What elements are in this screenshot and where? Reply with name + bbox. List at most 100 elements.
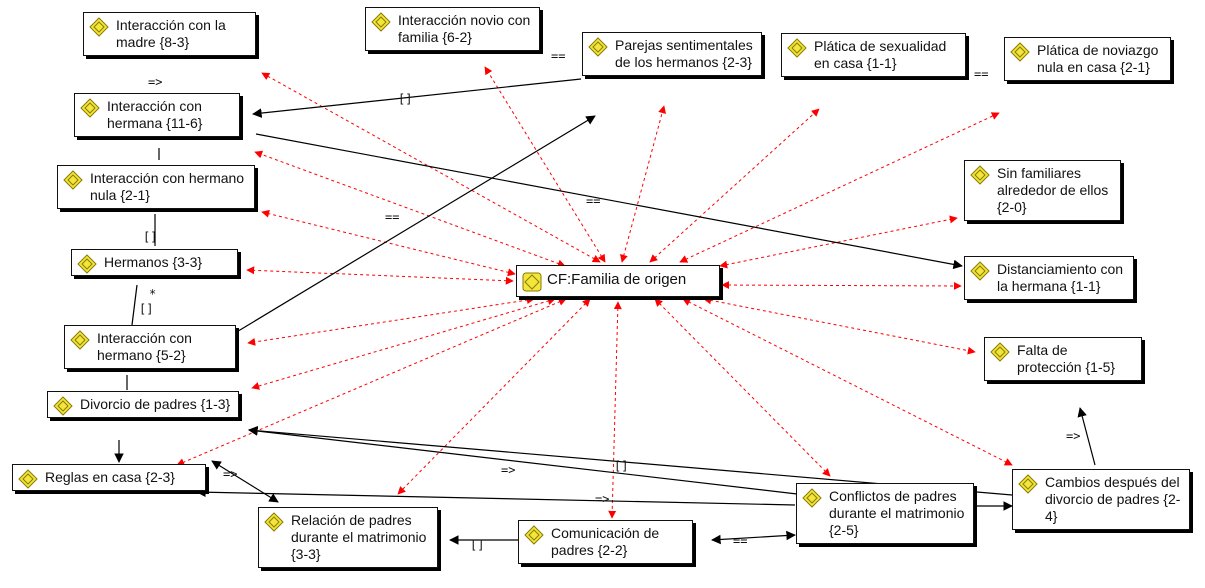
code-label: Interacción novio con familia {6-2}	[398, 12, 531, 45]
code-label: Conflictos de padres durante el matrimon…	[829, 488, 965, 538]
rel-label-platica: ==	[974, 67, 988, 81]
code-label: Interacción con la madre {8-3}	[116, 17, 226, 50]
code-label: CF:Familia de origen	[547, 271, 687, 288]
code-icon	[990, 342, 1010, 362]
rel-label-comunicacion-conflictos: ==	[733, 534, 747, 548]
rel-label-conflictos-reglas: =>	[595, 492, 609, 506]
code-icon	[802, 488, 822, 508]
code-label: Parejas sentimentales de los hermanos {2…	[615, 37, 753, 70]
link-hermanos-hermano	[131, 284, 138, 326]
code-label: Plática de noviazgo nula en casa {2-1}	[1037, 42, 1159, 75]
assoc-distanciamiento	[721, 281, 962, 290]
code-interaccion-madre[interactable]: Interacción con la madre {8-3}	[83, 12, 256, 56]
code-icon	[264, 512, 284, 532]
code-label: Sin familiares alrededor de ellos {2-0}	[997, 165, 1109, 215]
assoc-comunicacion	[608, 301, 622, 519]
code-icon	[80, 98, 100, 118]
rel-label-conflictos-divorcio: =>	[501, 463, 515, 477]
code-label: Divorcio de padres {1-3}	[80, 396, 231, 412]
code-interaccion-hermano[interactable]: Interacción con hermano {5-2}	[64, 325, 236, 369]
code-icon	[524, 525, 544, 545]
code-label: Cambios después del divorcio de padres {…	[1045, 474, 1181, 524]
code-icon	[787, 38, 807, 58]
code-interaccion-hermano-nula[interactable]: Interacción con hermano nula {2-1}	[57, 165, 255, 209]
code-icon	[70, 330, 90, 350]
link-relacion-reglas	[211, 460, 279, 503]
rel-label-comunicacion-relacion: []	[470, 538, 484, 552]
code-icon	[371, 12, 391, 32]
code-distanciamiento-hermana[interactable]: Distanciamiento con la hermana {1-1}	[964, 256, 1134, 300]
code-icon	[522, 272, 542, 292]
code-platica-sexualidad[interactable]: Plática de sexualidad en casa {1-1}	[781, 33, 966, 77]
code-icon	[89, 17, 109, 37]
link-conflictos-divorcio	[248, 426, 798, 495]
rel-label-madre-hermana: =>	[148, 75, 162, 89]
code-icon	[588, 37, 608, 57]
code-comunicacion-padres[interactable]: Comunicación de padres {2-2}	[518, 520, 693, 564]
link-comunicacion-conflictos	[711, 530, 796, 545]
code-interaccion-hermana[interactable]: Interacción con hermana {11-6}	[74, 93, 240, 137]
code-falta-proteccion[interactable]: Falta de protección {1-5}	[984, 337, 1142, 381]
assoc-cambios	[682, 298, 1013, 466]
assoc-parejas	[620, 105, 666, 263]
code-cambios-divorcio[interactable]: Cambios después del divorcio de padres {…	[1012, 469, 1190, 530]
assoc-falta-proteccion	[703, 296, 976, 355]
code-label: Reglas en casa {2-3}	[45, 469, 175, 485]
code-label: Falta de protección {1-5}	[1017, 342, 1116, 375]
code-sin-familiares[interactable]: Sin familiares alrededor de ellos {2-0}	[964, 160, 1121, 221]
code-icon	[18, 469, 38, 489]
code-parejas-hermanos[interactable]: Parejas sentimentales de los hermanos {2…	[582, 32, 762, 76]
assoc-sin-familiares	[719, 215, 958, 269]
code-icon	[63, 170, 83, 190]
rel-label-relacion-reglas: =>	[223, 467, 237, 481]
code-label: Comunicación de padres {2-2}	[551, 525, 660, 558]
rel-label-novio-parejas: ==	[551, 49, 565, 63]
rel-label-hermanos-hermano: []	[139, 302, 153, 316]
rel-label-hermanos-star: *	[149, 287, 156, 301]
code-conflictos-padres[interactable]: Conflictos de padres durante el matrimon…	[796, 483, 974, 544]
link-hermana-distanciamiento	[255, 133, 963, 270]
link-conflictos-reglas	[196, 487, 796, 506]
code-label: Hermanos {3-3}	[104, 254, 203, 270]
code-reglas-casa[interactable]: Reglas en casa {2-3}	[12, 464, 206, 491]
rel-label-hermana-distanc: ==	[586, 194, 600, 208]
rel-label-parejas-hermana: []	[398, 92, 412, 106]
assoc-platica-nov	[679, 112, 1000, 263]
code-icon	[1010, 42, 1030, 62]
rel-label-cambios-divorcio: []	[614, 459, 628, 473]
code-label: Interacción con hermano {5-2}	[97, 330, 192, 363]
rel-label-cambios-falta: =>	[1066, 429, 1080, 443]
code-platica-noviazgo[interactable]: Plática de noviazgo nula en casa {2-1}	[1004, 37, 1171, 81]
rel-label-hermano-parejas: ==	[385, 210, 399, 224]
code-familia-origen[interactable]: CF:Familia de origen	[516, 265, 720, 297]
code-icon	[77, 254, 97, 274]
assoc-divorcio	[251, 297, 556, 390]
assoc-reglas	[176, 298, 567, 466]
link-parejas-hermana	[252, 78, 582, 118]
link-hermano-parejas	[214, 115, 596, 346]
assoc-novio	[484, 66, 606, 263]
code-hermanos[interactable]: Hermanos {3-3}	[71, 249, 238, 276]
assoc-hermano	[247, 296, 535, 346]
assoc-hermanos	[246, 266, 514, 285]
code-icon	[53, 396, 73, 416]
code-label: Interacción con hermano nula {2-1}	[90, 170, 245, 203]
code-interaccion-novio[interactable]: Interacción novio con familia {6-2}	[365, 7, 540, 51]
code-label: Relación de padres durante el matrimonio…	[291, 512, 427, 562]
code-label: Distanciamiento con la hermana {1-1}	[997, 261, 1124, 294]
code-relacion-padres[interactable]: Relación de padres durante el matrimonio…	[258, 507, 438, 568]
assoc-hermana	[254, 150, 566, 268]
code-icon	[970, 165, 990, 185]
rel-label-hermanonula: []	[143, 230, 157, 244]
assoc-platica-sex	[649, 108, 820, 263]
code-label: Plática de sexualidad en casa {1-1}	[814, 38, 947, 71]
code-icon	[970, 261, 990, 281]
link-cambios-falta	[1077, 407, 1096, 466]
assoc-madre	[261, 72, 601, 263]
code-icon	[1018, 474, 1038, 494]
assoc-relacion	[397, 298, 591, 495]
code-label: Interacción con hermana {11-6}	[107, 98, 203, 131]
code-divorcio-padres[interactable]: Divorcio de padres {1-3}	[47, 391, 239, 418]
assoc-conflictos	[654, 298, 831, 477]
